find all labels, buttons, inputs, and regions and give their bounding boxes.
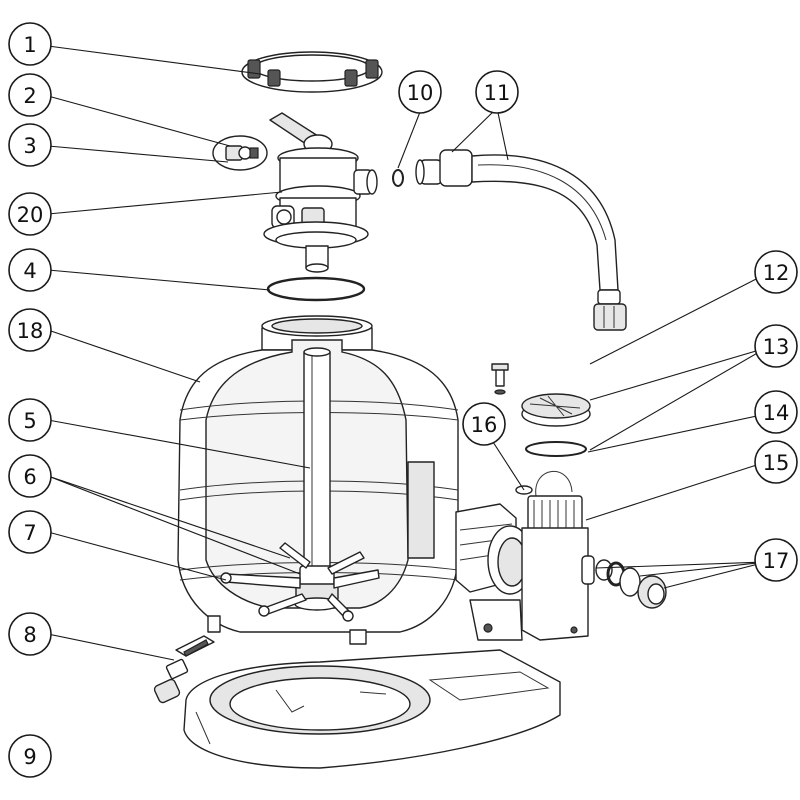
part-6-7-laterals (220, 542, 380, 622)
part-11-hose (415, 149, 627, 331)
part-15-pump (455, 503, 595, 641)
callout-label: 3 (23, 134, 36, 158)
callout-11: 11 (475, 70, 519, 114)
callout-label: 17 (763, 549, 790, 573)
part-5-standpipe (303, 347, 331, 571)
part-4-o-ring (266, 276, 366, 302)
callout-label: 1 (23, 33, 36, 57)
callout-20: 20 (8, 192, 52, 236)
part-13-pump-lid (521, 393, 591, 427)
callout-label: 11 (484, 81, 511, 105)
callout-label: 5 (23, 409, 36, 433)
callout-15: 15 (754, 440, 798, 484)
callout-5: 5 (8, 398, 52, 442)
callout-9: 9 (8, 734, 52, 778)
callout-1: 1 (8, 22, 52, 66)
callout-17: 17 (754, 538, 798, 582)
callout-label: 6 (23, 465, 36, 489)
callout-label: 2 (23, 84, 36, 108)
callout-label: 20 (17, 203, 44, 227)
part-9-base (183, 649, 561, 769)
callout-label: 9 (23, 745, 36, 769)
part-2-3-gauge (212, 135, 268, 171)
callout-label: 14 (763, 401, 790, 425)
callout-7: 7 (8, 510, 52, 554)
part-17-unions (595, 559, 667, 609)
callout-18: 18 (8, 308, 52, 352)
callout-2: 2 (8, 73, 52, 117)
callout-13: 13 (754, 324, 798, 368)
callout-label: 12 (763, 261, 790, 285)
part-20-multiport-valve (263, 112, 378, 273)
callout-label: 18 (17, 319, 44, 343)
callout-label: 10 (407, 81, 434, 105)
callout-label: 7 (23, 521, 36, 545)
part-8-drain-plug (153, 635, 215, 704)
leader-lines (47, 45, 767, 661)
callout-label: 15 (763, 451, 790, 475)
callout-8: 8 (8, 612, 52, 656)
callout-6: 6 (8, 454, 52, 498)
callout-label: 4 (23, 259, 36, 283)
callout-4: 4 (8, 248, 52, 292)
callout-16: 16 (462, 402, 506, 446)
callout-12: 12 (754, 250, 798, 294)
part-14-lid-o-ring (525, 441, 587, 457)
part-12-screw (491, 363, 509, 395)
part-16-basket (515, 471, 583, 531)
callout-3: 3 (8, 123, 52, 167)
callout-14: 14 (754, 390, 798, 434)
part-1-closure-nut (241, 51, 383, 93)
callout-label: 8 (23, 623, 36, 647)
part-10-o-ring (392, 169, 404, 187)
callout-label: 13 (763, 335, 790, 359)
callout-label: 16 (471, 413, 498, 437)
callout-10: 10 (398, 70, 442, 114)
